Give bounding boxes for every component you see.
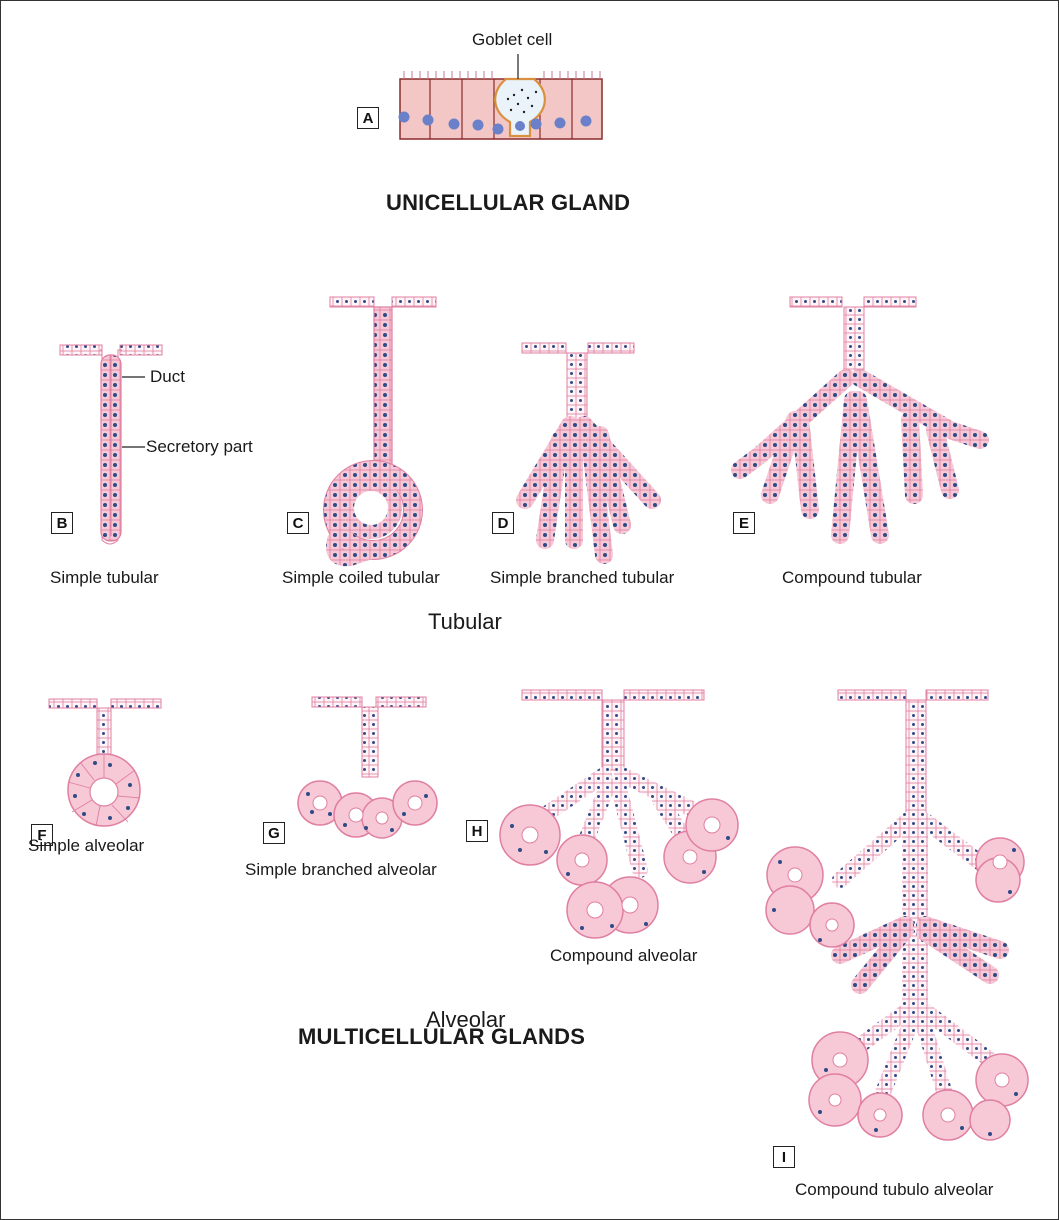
panel-d-gland [522, 343, 652, 555]
panel-g-gland [298, 697, 437, 838]
tubular-section-label: Tubular [428, 609, 502, 635]
panel-c-gland [330, 297, 436, 558]
panel-letter-g: G [263, 822, 285, 844]
panel-letter-h: H [466, 820, 488, 842]
panel-letter-i: I [773, 1146, 795, 1168]
caption-g: Simple branched alveolar [245, 860, 437, 880]
caption-i: Compound tubulo alveolar [795, 1180, 993, 1200]
panel-letter-d: D [492, 512, 514, 534]
panel-i-gland [766, 690, 1028, 1140]
duct-label: Duct [150, 367, 185, 387]
alveolar-section-label: Alveolar [426, 1007, 505, 1033]
caption-c: Simple coiled tubular [282, 568, 440, 588]
panel-letter-e: E [733, 512, 755, 534]
caption-d: Simple branched tubular [490, 568, 674, 588]
panel-a-epithelium [399, 54, 603, 139]
panel-f-gland [49, 699, 161, 826]
panel-e-gland [740, 297, 980, 535]
panel-letter-b: B [51, 512, 73, 534]
caption-b: Simple tubular [50, 568, 159, 588]
panel-h-gland [500, 690, 738, 938]
caption-e: Compound tubular [782, 568, 922, 588]
caption-f: Simple alveolar [28, 836, 144, 856]
secretory-part-label: Secretory part [146, 437, 253, 457]
caption-h: Compound alveolar [550, 946, 697, 966]
unicellular-gland-title: UNICELLULAR GLAND [386, 190, 630, 216]
goblet-cell-label: Goblet cell [472, 30, 552, 50]
panel-letter-a: A [357, 107, 379, 129]
panel-letter-c: C [287, 512, 309, 534]
